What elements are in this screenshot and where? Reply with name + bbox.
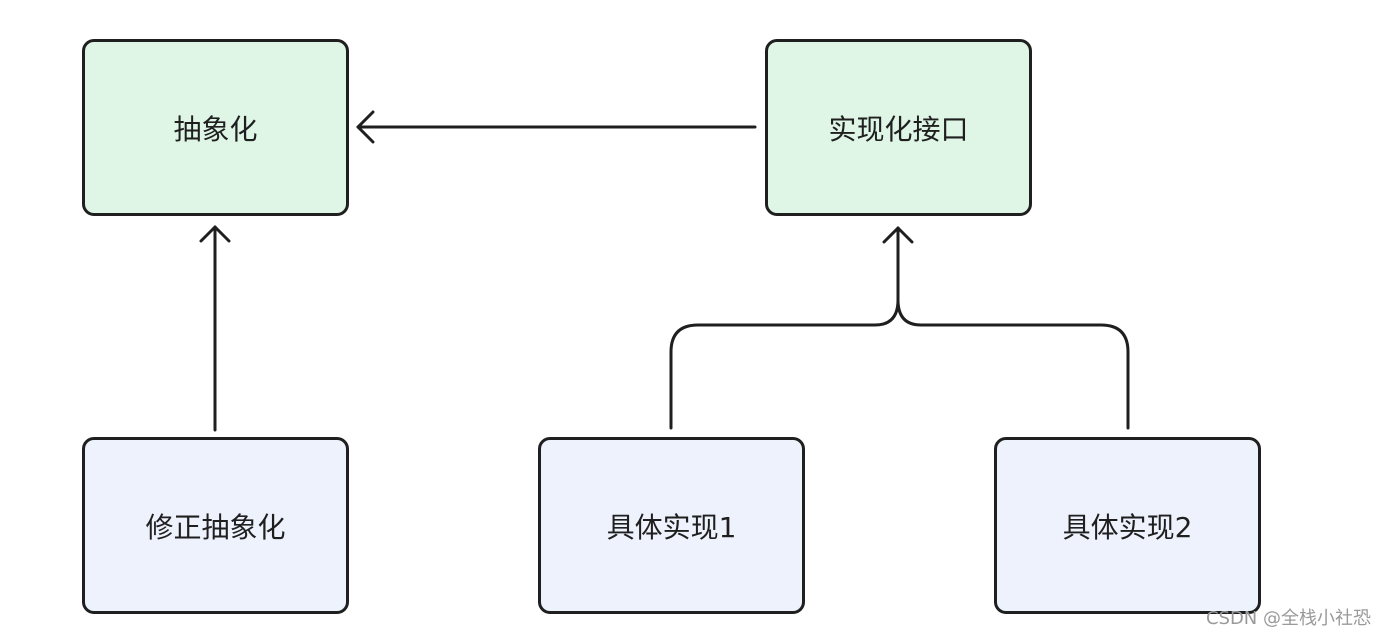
implementor-interface-label: 实现化接口 bbox=[828, 112, 969, 146]
implementor-interface-node: 实现化接口 bbox=[765, 39, 1032, 216]
refined-abstraction-node: 修正抽象化 bbox=[82, 437, 349, 614]
edge-implementor-to-abstraction bbox=[356, 110, 757, 144]
concrete-implementor-1-label: 具体实现1 bbox=[606, 510, 737, 544]
abstraction-label: 抽象化 bbox=[173, 112, 258, 146]
abstraction-node: 抽象化 bbox=[82, 39, 349, 216]
edge-refined-to-abstraction bbox=[199, 225, 231, 432]
edge-concrete-to-implementor bbox=[669, 226, 1130, 430]
concrete-implementor-2-node: 具体实现2 bbox=[994, 437, 1261, 614]
refined-abstraction-label: 修正抽象化 bbox=[145, 510, 286, 544]
concrete-implementor-2-label: 具体实现2 bbox=[1062, 510, 1193, 544]
concrete-implementor-1-node: 具体实现1 bbox=[538, 437, 805, 614]
watermark: CSDN @全栈小社恐 bbox=[1205, 608, 1371, 629]
